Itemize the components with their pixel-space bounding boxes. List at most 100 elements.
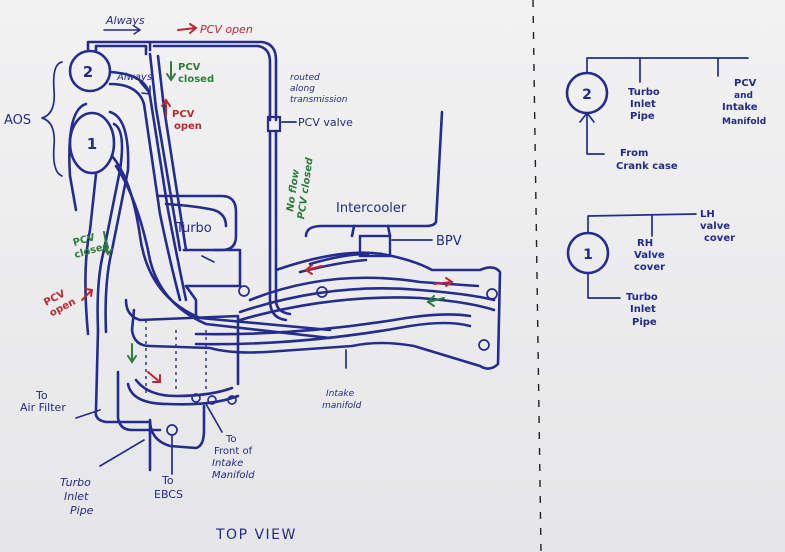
aos-2-number: 2 <box>83 63 93 81</box>
label-to-front-4: Manifold <box>212 470 255 481</box>
intake-manifold <box>130 251 502 370</box>
intake-red-arrow <box>433 277 454 287</box>
legend-2-from-2: Crank case <box>616 161 678 172</box>
legend-1-rh-3: cover <box>634 262 665 273</box>
legend-1-top-lines <box>587 213 697 237</box>
hose-c <box>148 52 182 252</box>
turbo-body <box>182 248 242 288</box>
hose-g <box>68 102 88 212</box>
leader-front <box>205 403 223 433</box>
turbo-scroll <box>164 202 228 228</box>
engine-drawing <box>41 40 502 475</box>
aos-brace <box>41 61 63 177</box>
block-left <box>94 328 152 472</box>
label-aos: AOS <box>4 113 31 128</box>
runner-1 <box>238 287 496 314</box>
legend-1-lh-1: LH <box>700 209 715 220</box>
label-turbo: Turbo <box>175 221 212 236</box>
legend-1-lh-2: valve <box>700 221 730 232</box>
label-pcv-open-mid-1: PCV <box>172 109 195 120</box>
label-always-mid: Always <box>116 72 152 83</box>
label-routed-1: routed <box>290 73 320 83</box>
label-intake-manifold-1: Intake <box>326 389 355 399</box>
intake-green-arrow <box>426 295 445 307</box>
always-mid-arrow <box>139 81 151 95</box>
neck-red-arrow <box>304 264 323 275</box>
label-intake-manifold-2: manifold <box>322 401 362 411</box>
hose-d <box>156 54 188 252</box>
legend-2-pcv-2: and <box>734 91 753 101</box>
pcv-closed-low-arrow <box>127 343 137 364</box>
runner-5 <box>194 321 472 346</box>
legend-2-pcv-1: PCV <box>734 78 757 89</box>
pcv-valve-body <box>266 115 282 133</box>
legend-1-lh-3: cover <box>704 233 735 244</box>
legend-2-turbo-2: Inlet <box>630 99 656 110</box>
top-pipe <box>86 40 278 122</box>
label-to-ebcs-2: EBCS <box>154 488 183 501</box>
turbo-port <box>238 285 250 297</box>
label-routed-2: along <box>290 84 315 94</box>
turbo-drop <box>184 284 198 320</box>
label-pcv-closed-mid-2: closed <box>178 74 214 85</box>
label-to-front-1: To <box>225 434 237 445</box>
page-divider <box>532 0 542 552</box>
intercooler-box <box>304 110 444 238</box>
legend-2-turbo-1: Turbo <box>628 87 660 98</box>
leader-air-filter <box>75 409 101 419</box>
label-to-front-3: Intake <box>212 458 243 469</box>
label-top-view: TOP VIEW <box>215 527 297 543</box>
legend-2-pcv-4: Manifold <box>722 117 766 127</box>
front-port-1 <box>191 393 201 403</box>
block-top <box>124 298 240 386</box>
inlet-curve <box>126 382 240 406</box>
label-turbo-inlet-2: Inlet <box>64 490 89 503</box>
legend-1-turbo-3: Pipe <box>632 317 657 328</box>
label-turbo-inlet-1: Turbo <box>60 476 91 489</box>
legend: 2 Turbo Inlet Pipe PCV and Intake Manifo… <box>565 57 766 328</box>
legend-2-number: 2 <box>582 87 592 103</box>
ebcs-port <box>166 424 178 436</box>
manifold-bolt-3 <box>478 339 490 351</box>
legend-2-bottom-line <box>579 112 605 155</box>
front-port-3 <box>227 395 237 405</box>
hose-e <box>96 122 124 332</box>
runner-3 <box>248 276 480 302</box>
aos-1-number: 1 <box>87 135 97 153</box>
legend-1-rh-2: Valve <box>634 250 665 261</box>
pcv-closed-mid-arrow <box>166 61 176 82</box>
runner-2 <box>238 296 496 322</box>
leader-turbo-inlet <box>99 439 145 467</box>
label-to-front-2: Front of <box>214 446 253 457</box>
hose-h <box>84 172 98 336</box>
label-always-top: Always <box>105 14 145 27</box>
label-routed-3: transmission <box>290 95 348 105</box>
pcv-down-pipe <box>274 129 292 316</box>
label-pcv-open-mid-2: open <box>174 121 202 132</box>
legend-2-top-lines <box>586 57 749 83</box>
pcv-open-left-arrow <box>81 288 94 301</box>
label-to-air-filter-2: Air Filter <box>20 401 66 414</box>
legend-1-bottom-line <box>587 272 621 299</box>
hose-a <box>108 70 188 302</box>
pcv-open-top-arrow <box>177 23 198 34</box>
intercooler-mount <box>350 224 392 238</box>
legend-2-from-1: From <box>620 148 648 159</box>
block-inner <box>116 370 162 432</box>
label-to-air-filter-1: To <box>35 389 48 402</box>
hose-b <box>108 82 182 302</box>
label-pcv-closed-mid-1: PCV <box>178 62 201 73</box>
flow-arrows <box>81 23 454 383</box>
pcv-open-mid-arrow <box>161 98 171 117</box>
legend-1-rh-1: RH <box>637 238 653 249</box>
label-bpv: BPV <box>436 234 462 249</box>
always-top-arrow <box>103 25 142 35</box>
turbo-inlet-pipe <box>148 404 206 450</box>
legend-1-turbo-2: Inlet <box>630 304 656 315</box>
turbo-arrow <box>201 255 215 263</box>
bpv-valve <box>358 234 392 258</box>
label-pcv-valve: PCV valve <box>298 116 353 129</box>
intake-neck <box>308 252 370 266</box>
